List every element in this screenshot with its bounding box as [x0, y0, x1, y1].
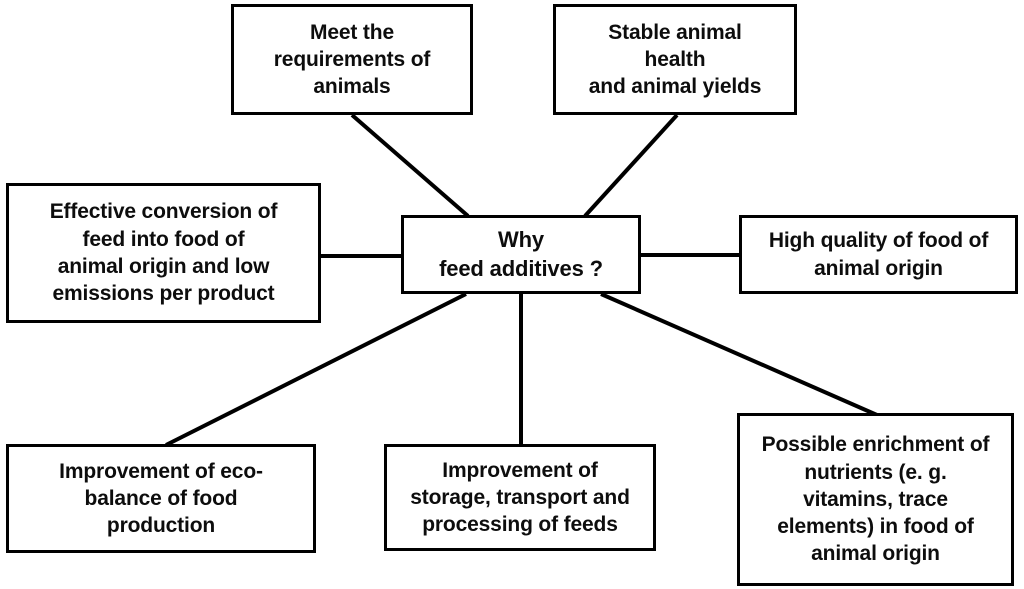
node-label: Stable animal health and animal yields [588, 20, 762, 99]
node-effective-conversion[interactable]: Effective conversion of feed into food o… [6, 183, 321, 323]
node-meet-requirements[interactable]: Meet the requirements of animals [231, 4, 473, 115]
node-label: Improvement of eco- balance of food prod… [59, 459, 263, 538]
edge-meet-requirements-center [350, 113, 470, 218]
node-center-why-feed-additives[interactable]: Why feed additives ? [401, 215, 641, 294]
edge-center-enrichment [600, 292, 878, 417]
node-label: Why feed additives ? [439, 226, 603, 281]
node-label: Improvement of storage, transport and pr… [410, 458, 630, 537]
node-label: High quality of food of animal origin [768, 229, 989, 280]
node-possible-enrichment-nutrients[interactable]: Possible enrichment of nutrients (e. g. … [737, 413, 1014, 586]
node-improvement-eco-balance[interactable]: Improvement of eco- balance of food prod… [6, 444, 316, 553]
node-label: Meet the requirements of animals [273, 20, 431, 99]
node-label: Possible enrichment of nutrients (e. g. … [761, 433, 990, 566]
node-improvement-storage-transport[interactable]: Improvement of storage, transport and pr… [384, 444, 656, 551]
node-label: Effective conversion of feed into food o… [49, 200, 278, 306]
node-stable-animal-health[interactable]: Stable animal health and animal yields [553, 4, 797, 115]
edge-stable-health-center [583, 113, 679, 218]
node-high-quality-of-food[interactable]: High quality of food of animal origin [739, 215, 1018, 294]
